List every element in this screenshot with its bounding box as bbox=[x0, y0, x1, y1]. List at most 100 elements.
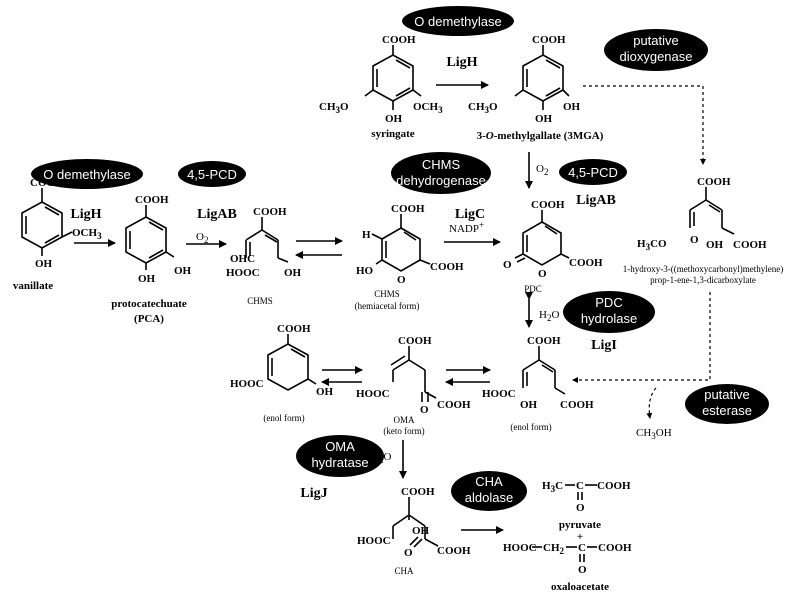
cha-label: CHA bbox=[394, 566, 414, 576]
svg-text:COOH: COOH bbox=[437, 545, 471, 557]
svg-text:COOH: COOH bbox=[430, 261, 464, 273]
svg-text:COOH: COOH bbox=[531, 199, 565, 211]
oxaloacetate-structure: HOOC CH2 C COOH O bbox=[503, 542, 632, 576]
chms-structure: COOH OHC HOOC OH bbox=[226, 206, 302, 279]
svg-text:COOH: COOH bbox=[391, 203, 425, 215]
svg-text:HOOC: HOOC bbox=[230, 378, 264, 390]
svg-text:O: O bbox=[538, 268, 547, 280]
syringate-label: syringate bbox=[371, 128, 415, 140]
gene-ligab-right: LigAB bbox=[576, 193, 616, 208]
svg-text:H3C: H3C bbox=[542, 480, 563, 494]
enol-left-label: (enol form) bbox=[263, 413, 304, 423]
svg-text:hydrolase: hydrolase bbox=[581, 311, 637, 326]
nadp-label: NADP+ bbox=[449, 220, 484, 235]
svg-text:COOH: COOH bbox=[733, 239, 767, 251]
gene-ligab-left: LigAB bbox=[197, 207, 237, 222]
svg-text:OH: OH bbox=[520, 399, 538, 411]
cha-structure: COOH OH HOOC O COOH bbox=[357, 486, 471, 559]
svg-text:COOH: COOH bbox=[560, 399, 594, 411]
enol-right-label: (enol form) bbox=[510, 422, 551, 432]
svg-text:O demethylase: O demethylase bbox=[414, 14, 501, 29]
enzyme-putative-dioxygenase: putative dioxygenase bbox=[604, 29, 708, 71]
svg-text:putative: putative bbox=[633, 33, 679, 48]
svg-text:OH: OH bbox=[535, 113, 553, 125]
gene-ligc: LigC bbox=[455, 207, 485, 222]
svg-text:hydratase: hydratase bbox=[311, 455, 368, 470]
svg-text:COOH: COOH bbox=[697, 176, 731, 188]
oma-structure: COOH HOOC O COOH bbox=[356, 335, 471, 416]
pdc-label: PDC bbox=[524, 284, 542, 294]
svg-text:H3CO: H3CO bbox=[637, 238, 667, 252]
3mga-label: 3-O-methylgallate (3MGA) bbox=[477, 130, 604, 142]
enzyme-o-demethylase-left: O demethylase bbox=[31, 159, 143, 189]
pca-label-2: (PCA) bbox=[134, 313, 164, 325]
svg-text:C: C bbox=[576, 480, 584, 492]
enzyme-o-demethylase-top: O demethylase bbox=[402, 6, 514, 36]
svg-text:OH: OH bbox=[316, 386, 334, 398]
svg-text:COOH: COOH bbox=[30, 177, 64, 189]
methanol-label: CH3OH bbox=[636, 427, 672, 441]
svg-text:COOH: COOH bbox=[597, 480, 631, 492]
svg-text:COOH: COOH bbox=[569, 257, 603, 269]
svg-text:OH: OH bbox=[563, 101, 581, 113]
syringate-structure: COOH CH3O OCH3 OH bbox=[319, 34, 443, 125]
svg-text:OMA: OMA bbox=[325, 439, 355, 454]
enzyme-oma-hydratase: OMA hydratase bbox=[296, 435, 384, 477]
vanillate-label: vanillate bbox=[13, 280, 53, 292]
gene-ligi: LigI bbox=[591, 338, 617, 353]
svg-text:OCH3: OCH3 bbox=[72, 227, 102, 241]
svg-text:HO: HO bbox=[356, 265, 374, 277]
enol-right-structure: COOH HOOC OH COOH bbox=[482, 335, 594, 411]
methylene-label-1: 1-hydroxy-3-((methoxycarbonyl)methylene) bbox=[623, 264, 783, 274]
svg-text:CH3O: CH3O bbox=[319, 101, 349, 115]
svg-text:H: H bbox=[362, 229, 371, 241]
enzyme-putative-esterase: putative esterase bbox=[685, 384, 769, 424]
enzyme-pdc-hydrolase: PDC hydrolase bbox=[563, 291, 655, 333]
3mga-structure: COOH CH3O OH OH bbox=[468, 34, 581, 125]
enzyme-pcd-left: 4,5-PCD bbox=[178, 161, 246, 187]
svg-text:O: O bbox=[503, 259, 512, 271]
svg-text:COOH: COOH bbox=[598, 542, 632, 554]
pca-label-1: protocatechuate bbox=[111, 298, 187, 310]
o2-left: O2 bbox=[196, 231, 208, 245]
svg-text:C: C bbox=[578, 542, 586, 554]
svg-text:OH: OH bbox=[385, 113, 403, 125]
svg-text:O: O bbox=[578, 564, 587, 576]
svg-text:COOH: COOH bbox=[532, 34, 566, 46]
svg-text:4,5-PCD: 4,5-PCD bbox=[568, 165, 618, 180]
dashed-arrow-to-methanol bbox=[646, 387, 657, 419]
h2o-ligj: H2O bbox=[371, 451, 391, 465]
chms-label: CHMS bbox=[247, 296, 273, 306]
svg-text:OH: OH bbox=[412, 525, 430, 537]
svg-text:HOOC: HOOC bbox=[503, 542, 537, 554]
enzyme-chms-dehydrogenase: CHMS dehydrogenase bbox=[391, 152, 491, 194]
svg-text:OH: OH bbox=[284, 267, 302, 279]
vanillate-structure: COOH OCH3 OH bbox=[21, 177, 102, 270]
oxaloacetate-label: oxaloacetate bbox=[551, 581, 609, 593]
svg-text:COOH: COOH bbox=[437, 399, 471, 411]
svg-text:O: O bbox=[420, 404, 429, 416]
svg-text:COOH: COOH bbox=[253, 206, 287, 218]
svg-text:O: O bbox=[690, 234, 699, 246]
gene-ligj: LigJ bbox=[300, 486, 327, 501]
oma-label-2: (keto form) bbox=[383, 426, 424, 436]
enol-left-structure: COOH HOOC OH bbox=[230, 323, 334, 398]
svg-text:OH: OH bbox=[138, 273, 156, 285]
svg-text:PDC: PDC bbox=[595, 295, 622, 310]
svg-text:aldolase: aldolase bbox=[465, 490, 513, 505]
chms-hemiacetal-label-2: (hemiacetal form) bbox=[355, 301, 420, 311]
svg-text:HOOC: HOOC bbox=[226, 267, 260, 279]
svg-text:dioxygenase: dioxygenase bbox=[620, 49, 693, 64]
svg-text:O: O bbox=[576, 502, 585, 514]
gene-ligh-left: LigH bbox=[70, 207, 101, 222]
svg-text:HOOC: HOOC bbox=[356, 388, 390, 400]
enzyme-cha-aldolase: CHA aldolase bbox=[451, 471, 527, 511]
svg-text:COOH: COOH bbox=[382, 34, 416, 46]
svg-text:OH: OH bbox=[706, 239, 724, 251]
methylene-structure: COOH H3CO O OH COOH bbox=[637, 176, 767, 252]
svg-text:COOH: COOH bbox=[277, 323, 311, 335]
svg-text:OH: OH bbox=[174, 265, 192, 277]
svg-text:CH3O: CH3O bbox=[468, 101, 498, 115]
